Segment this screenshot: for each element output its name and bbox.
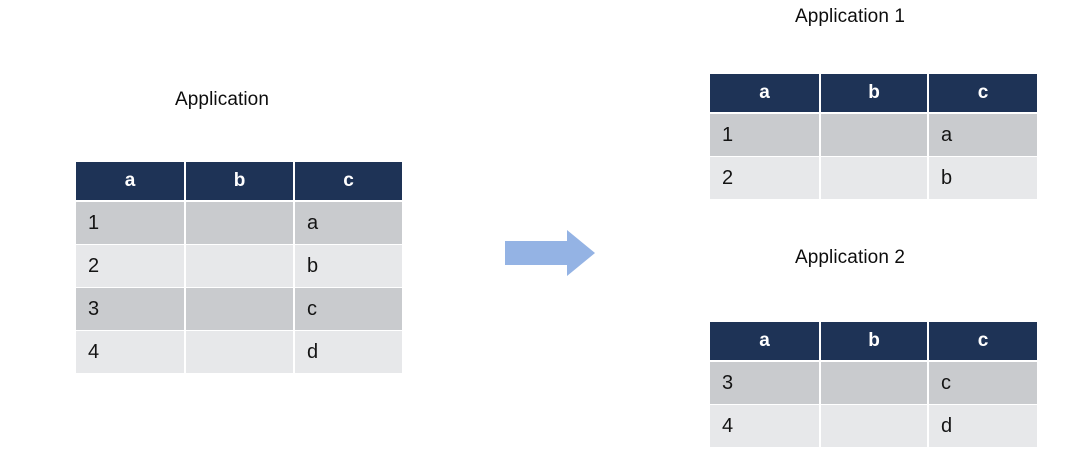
source-header-cell-b: b xyxy=(186,162,293,200)
source-table-title: Application xyxy=(174,89,270,110)
source-header-cell-c: c xyxy=(295,162,402,200)
table-row xyxy=(821,405,927,447)
table-row: 4 xyxy=(710,405,819,447)
result2-header-cell-a: a xyxy=(710,322,819,360)
result-table-2: a b c 3 c 4 d xyxy=(710,322,1037,448)
table-row: a xyxy=(929,114,1037,156)
table-row: 2 xyxy=(76,245,184,287)
table-row: 2 xyxy=(710,157,819,199)
table-row: a xyxy=(295,202,402,244)
result-table-1-title: Application 1 xyxy=(794,6,906,27)
right-arrow-icon xyxy=(505,228,597,278)
table-row: 3 xyxy=(76,288,184,330)
source-header-cell-a: a xyxy=(76,162,184,200)
table-row xyxy=(821,362,927,404)
table-row: c xyxy=(929,362,1037,404)
table-row xyxy=(186,288,293,330)
result2-header-cell-b: b xyxy=(821,322,927,360)
result-table-2-title: Application 2 xyxy=(794,247,906,268)
result-table-1: a b c 1 a 2 b xyxy=(710,74,1037,200)
table-row: b xyxy=(929,157,1037,199)
table-row: 1 xyxy=(710,114,819,156)
result1-header-cell-c: c xyxy=(929,74,1037,112)
result1-header-cell-b: b xyxy=(821,74,927,112)
source-table: a b c 1 a 2 b 3 c 4 d xyxy=(76,162,402,375)
table-row xyxy=(821,157,927,199)
table-row xyxy=(186,202,293,244)
table-row: b xyxy=(295,245,402,287)
table-row: c xyxy=(295,288,402,330)
table-row: d xyxy=(295,331,402,373)
result1-header-cell-a: a xyxy=(710,74,819,112)
result2-header-cell-c: c xyxy=(929,322,1037,360)
table-row: 3 xyxy=(710,362,819,404)
table-row xyxy=(186,331,293,373)
table-row: 1 xyxy=(76,202,184,244)
table-row: 4 xyxy=(76,331,184,373)
table-row: d xyxy=(929,405,1037,447)
table-row xyxy=(186,245,293,287)
table-row xyxy=(821,114,927,156)
